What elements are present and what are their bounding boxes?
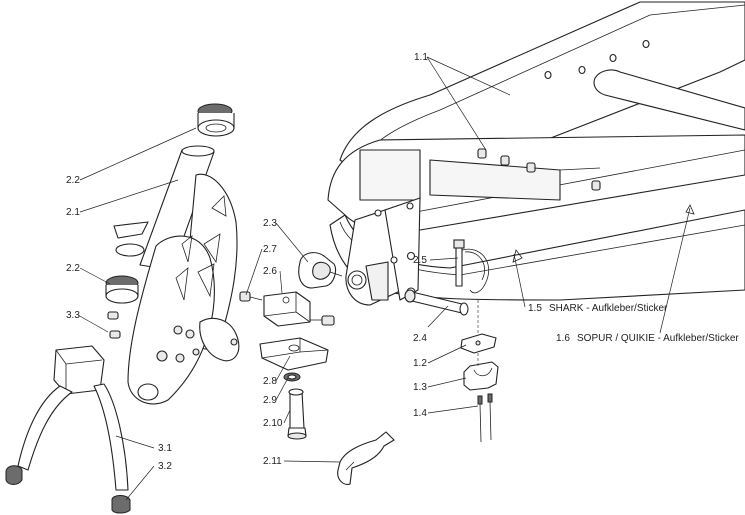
callout-3-2: 3.2 xyxy=(158,461,172,472)
callout-1-5-description: SHARK - Aufkleber/Sticker xyxy=(549,303,668,314)
clamp-screws xyxy=(477,393,493,443)
wheelchair-frame xyxy=(327,1,745,306)
callout-2-10: 2.10 xyxy=(263,418,283,429)
block-screw-a xyxy=(239,291,263,302)
clamp-assembly xyxy=(460,300,499,391)
callout-2-7: 2.7 xyxy=(263,244,277,255)
mount-screws xyxy=(107,311,121,339)
footrest-bar xyxy=(5,345,131,514)
block-screw-b xyxy=(310,315,335,326)
callout-1-1: 1.1 xyxy=(414,52,428,63)
callout-2-8: 2.8 xyxy=(263,376,277,387)
callout-labels: 1.1 2.2 2.1 2.2 3.3 2.3 2.7 2.6 2.5 1.5 … xyxy=(66,52,739,472)
adapter-block xyxy=(263,291,311,327)
callout-2-5: 2.5 xyxy=(413,255,427,266)
callout-3-1: 3.1 xyxy=(158,443,172,454)
callout-2-6: 2.6 xyxy=(263,266,277,277)
wrench-tool xyxy=(337,431,395,485)
caster-fork xyxy=(127,173,240,405)
callout-2-3: 2.3 xyxy=(263,218,277,229)
callout-2-2-top: 2.2 xyxy=(66,175,80,186)
callout-2-1: 2.1 xyxy=(66,207,80,218)
callout-2-2-bottom: 2.2 xyxy=(66,263,80,274)
bearing-bottom xyxy=(105,275,139,304)
callout-1-3: 1.3 xyxy=(413,382,427,393)
callout-1-2: 1.2 xyxy=(413,358,427,369)
star-knob xyxy=(298,252,343,289)
frame-screws xyxy=(477,148,601,191)
callout-1-5: 1.5 xyxy=(528,303,542,314)
axle-pin xyxy=(404,289,469,316)
callout-1-4: 1.4 xyxy=(413,408,427,419)
quick-release-pin xyxy=(453,239,489,294)
callout-2-4: 2.4 xyxy=(413,333,427,344)
leader-lines xyxy=(77,56,691,501)
callout-3-3: 3.3 xyxy=(66,310,80,321)
pivot-bolt xyxy=(287,388,307,440)
bearing-top xyxy=(197,103,235,137)
callout-2-11: 2.11 xyxy=(263,456,282,467)
callout-1-6-description: SOPUR / QUIKIE - Aufkleber/Sticker xyxy=(577,333,739,344)
washer xyxy=(283,372,301,382)
callout-1-6: 1.6 xyxy=(556,333,570,344)
callout-2-9: 2.9 xyxy=(263,395,277,406)
spacer-plate xyxy=(259,337,329,371)
